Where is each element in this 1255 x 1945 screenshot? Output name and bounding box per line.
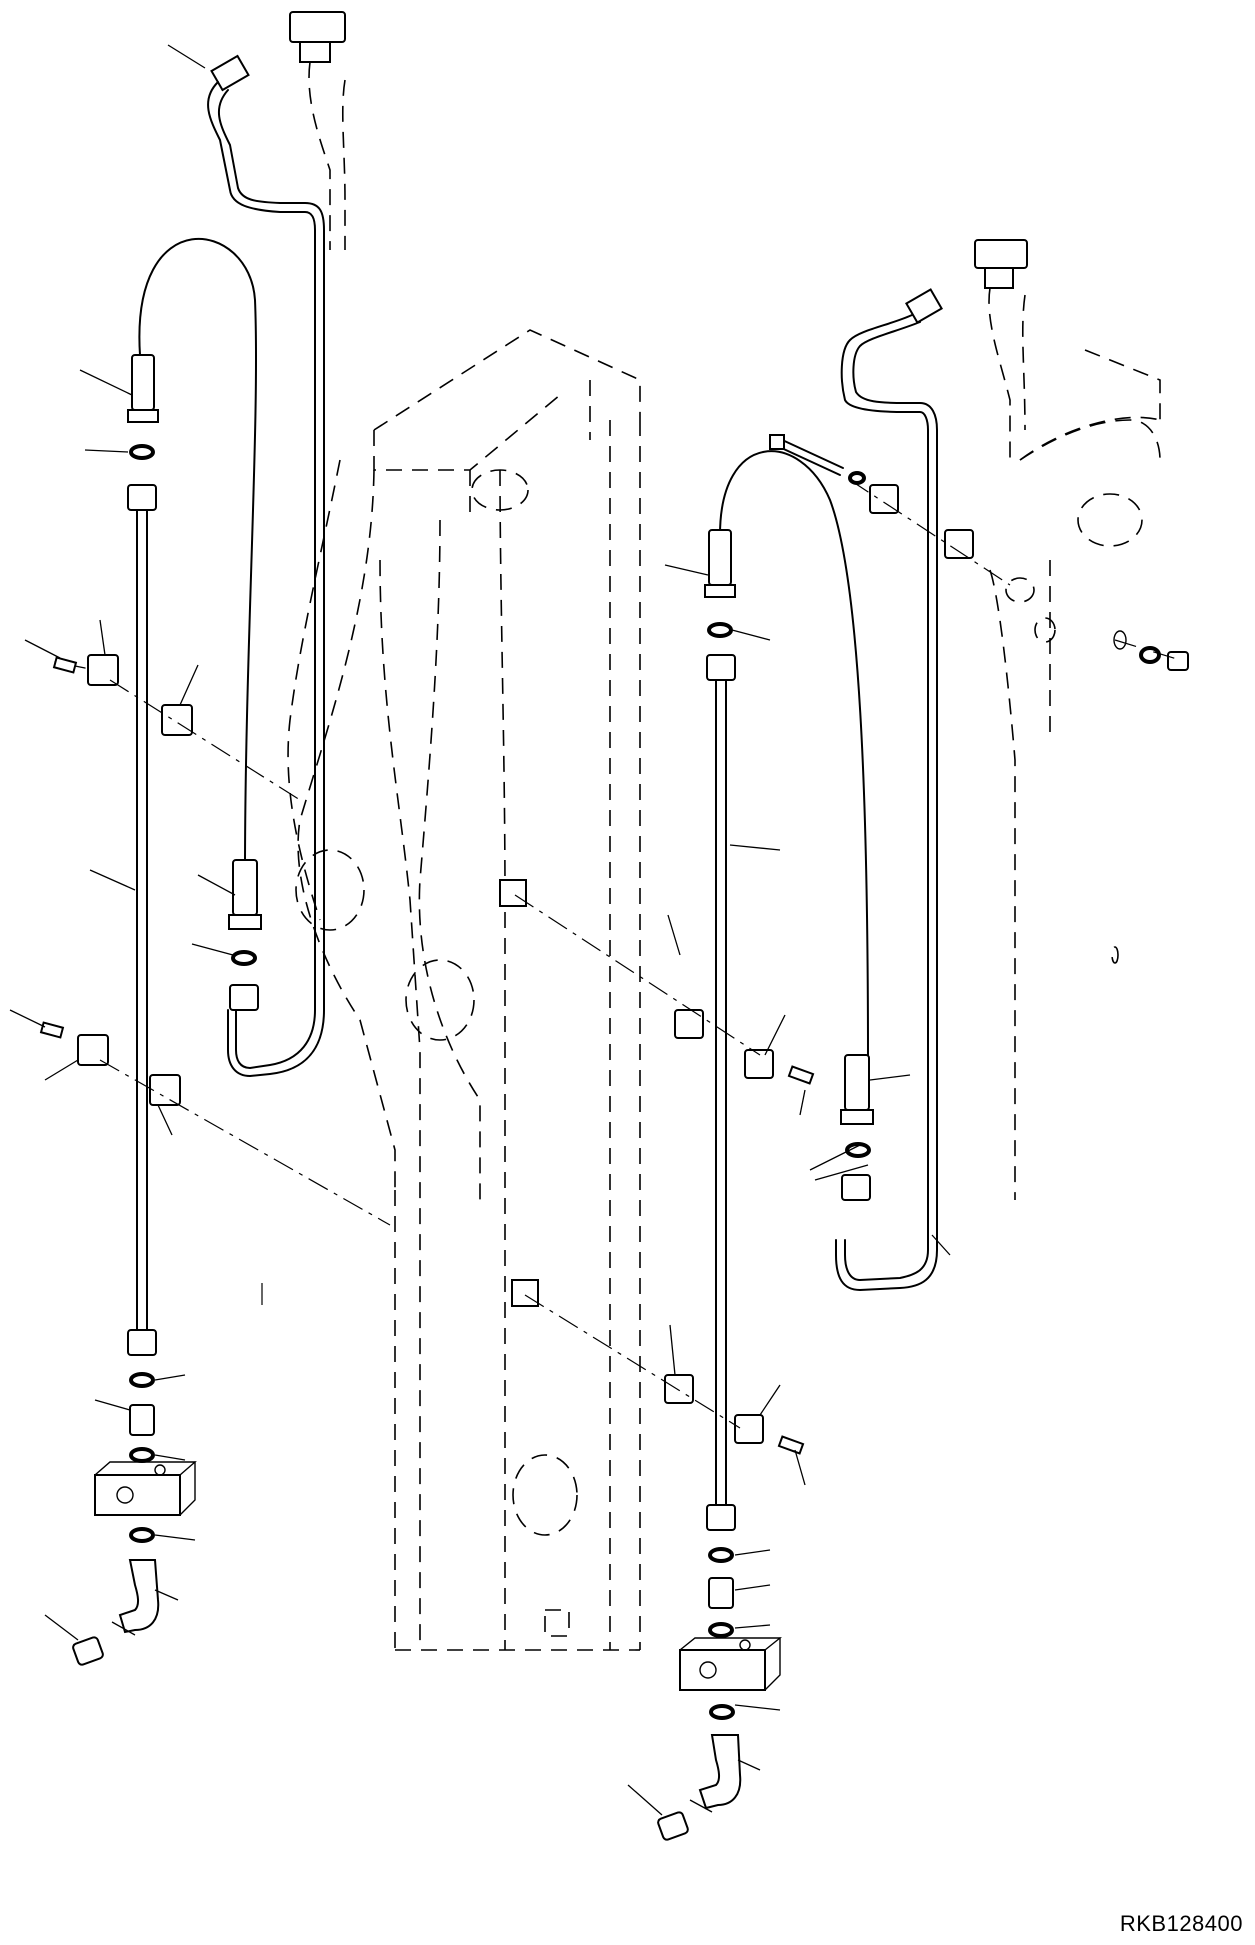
leader-lines bbox=[9, 44, 951, 1816]
drawing-reference-code: RKB128400 bbox=[1119, 1911, 1243, 1936]
left-grease-line-assembly bbox=[39, 11, 391, 1666]
boom-structure bbox=[287, 329, 1161, 1651]
right-grease-line-assembly bbox=[499, 239, 1189, 1841]
